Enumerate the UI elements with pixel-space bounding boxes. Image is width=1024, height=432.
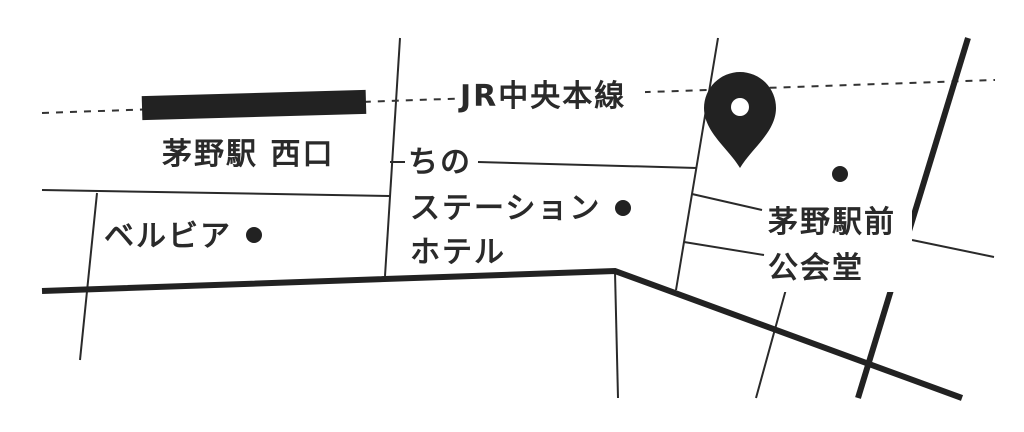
street-hotel-north — [477, 161, 698, 169]
street-hall-lower — [683, 241, 765, 256]
station-hotel-marker — [615, 200, 631, 216]
street-far-east — [911, 239, 995, 258]
station-hotel-label: ステーション — [410, 191, 601, 226]
label-mask-railway — [455, 76, 645, 110]
street-west-vertical — [79, 192, 98, 361]
street-south-vertical — [614, 271, 619, 399]
street-east-vertical — [675, 37, 719, 291]
belvia-label: ベルビア — [104, 219, 232, 254]
street-west-horizontal — [41, 189, 391, 197]
belvia-marker — [246, 227, 262, 243]
station-platform — [141, 89, 367, 121]
chino-label: ちの — [408, 145, 472, 180]
street-hall-upper — [691, 193, 763, 211]
station-west-exit-label: 茅野駅 西口 — [162, 137, 334, 172]
label-mask-hall — [766, 196, 912, 292]
hotel-label: ホテル — [410, 235, 506, 270]
main-road-south — [41, 267, 964, 401]
main-road-east — [855, 37, 971, 399]
railway-label: JR中央本線 — [458, 79, 626, 114]
public-hall-marker — [832, 166, 848, 182]
thin-streets — [41, 37, 995, 399]
street-hall-south — [755, 281, 789, 399]
public-hall-label-line1: 茅野駅前 — [768, 205, 896, 240]
main-roads — [41, 37, 971, 401]
street-central-vertical — [384, 37, 401, 277]
public-hall-label-line2: 公会堂 — [768, 251, 864, 286]
map-pin-icon — [704, 72, 776, 168]
